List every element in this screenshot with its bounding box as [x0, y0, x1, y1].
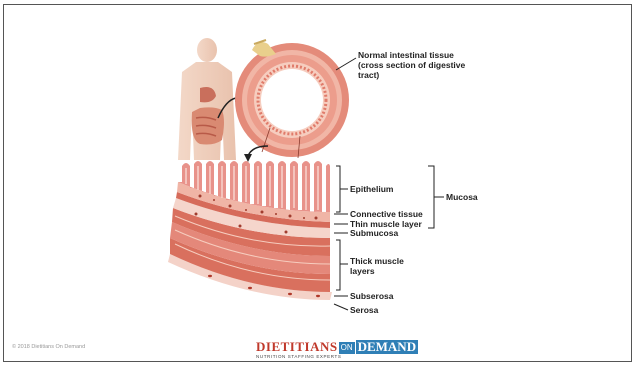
cross-section-ring [235, 40, 349, 158]
intestinal-wall-section [168, 161, 332, 300]
dietitians-on-demand-logo: DIETITIANS ON DEMAND [256, 336, 418, 354]
label-normal-tissue: Normal intestinal tissue (cross section … [358, 50, 468, 80]
label-thick-muscle: Thick muscle layers [350, 256, 410, 276]
label-subserosa: Subserosa [350, 291, 393, 301]
label-mucosa: Mucosa [446, 192, 478, 202]
label-connective-tissue: Connective tissue [350, 209, 423, 219]
logo-on-text: ON [339, 342, 355, 354]
leader-normal-tissue [336, 58, 356, 70]
logo-demand-text: DEMAND [356, 340, 419, 354]
label-submucosa: Submucosa [350, 228, 398, 238]
human-torso-figure [178, 38, 236, 160]
copyright-text: © 2018 Dietitians On Demand [12, 344, 85, 350]
label-serosa: Serosa [350, 305, 378, 315]
label-epithelium: Epithelium [350, 184, 393, 194]
logo-main-text: DIETITIANS [256, 340, 338, 354]
logo-tagline: NUTRITION STAFFING EXPERTS [256, 354, 341, 359]
